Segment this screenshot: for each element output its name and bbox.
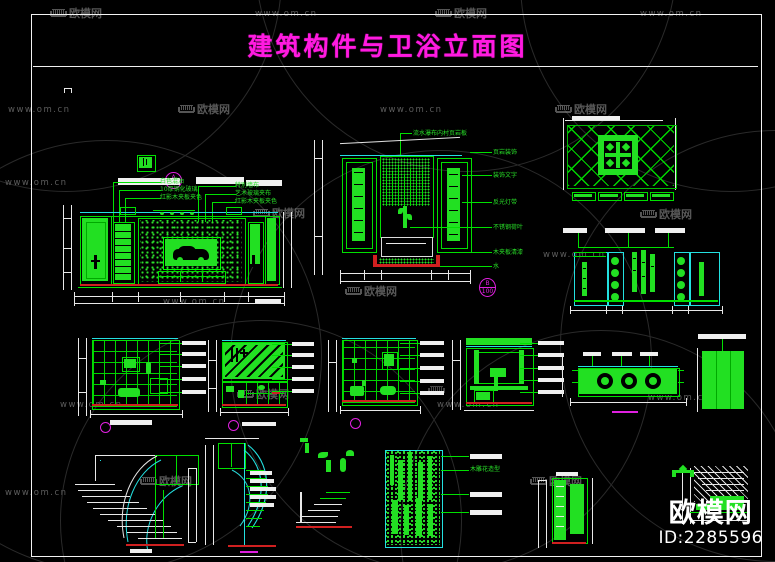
annotation-label: 不锈钢荷叶 [493,224,524,231]
annotation-label: 白色混油 [160,178,185,185]
watermark-id-stamp: 欧模网 ID:2285596 [658,498,763,549]
annotation-label: 艺术玻璃夹布 [235,190,272,197]
corner-mark [71,88,72,93]
section-letter: B [485,280,490,287]
section-scale: 100 [480,287,495,295]
drawing-frame [31,14,762,557]
title-rule [33,66,758,67]
annotation-label: 木雕花造型 [470,466,501,473]
annotation-label: 特別墙布 [235,182,260,189]
annotation-label: 流水瀑布内村页岩板 [413,130,468,137]
corner-mark [64,88,65,93]
stamp-id: ID:2285596 [658,528,763,548]
annotation-label: 页岩装饰 [493,149,518,156]
page-title: 建筑构件与卫浴立面图 [247,32,528,61]
annotation-label: 木夹板清漆 [493,249,524,256]
annotation-label: 水 [493,263,500,270]
corner-mark [64,88,72,89]
annotation-label: 反光灯带 [493,199,518,206]
annotation-label: 红影木夹板夹色 [235,198,278,205]
annotation-label: 装饰文字 [493,172,518,179]
stamp-brand: 欧模网 [668,498,753,529]
section-marker-b: B 100 [479,278,496,297]
annotation-label: 红影木夹板夹色 [160,194,203,201]
annotation-label: 10厚钢化玻璃 [160,186,198,193]
